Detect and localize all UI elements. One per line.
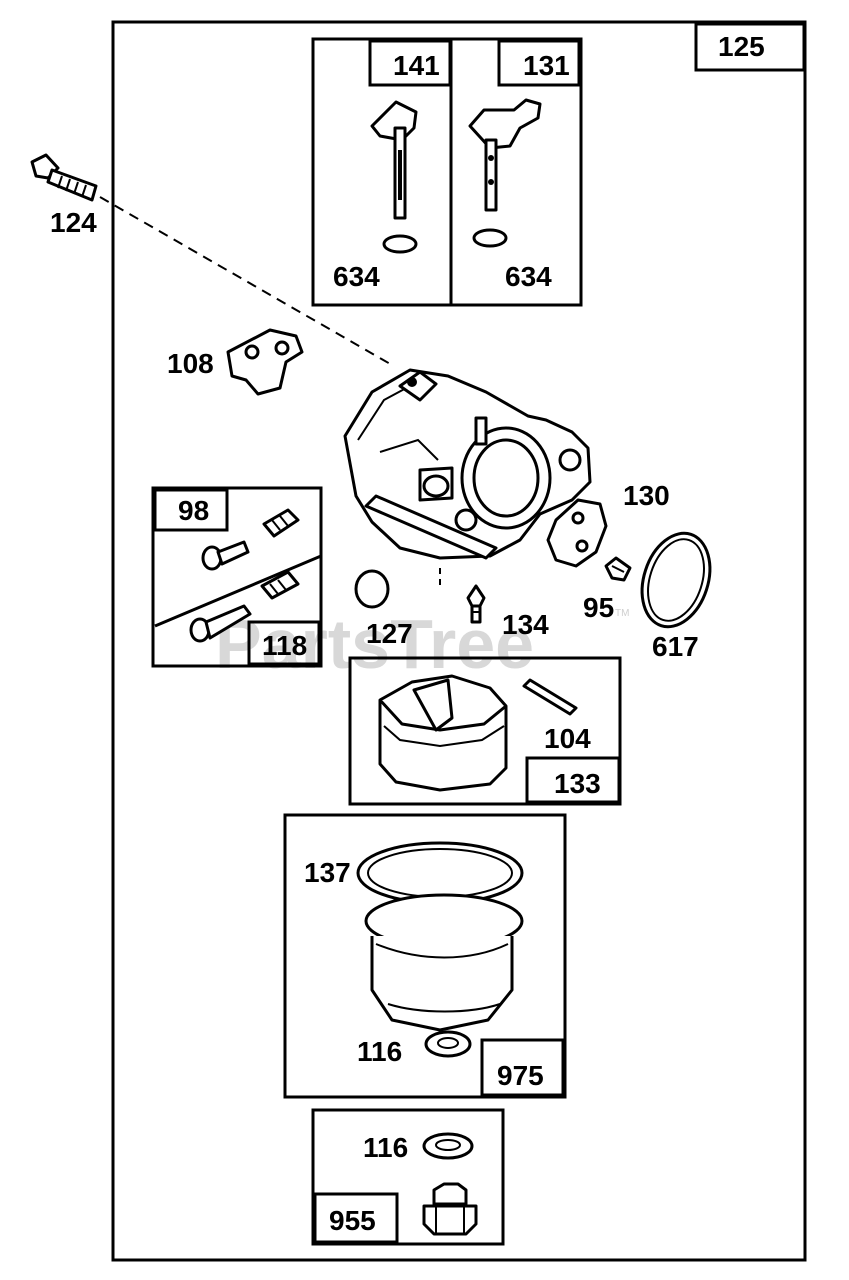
callout-124[interactable]: 124 <box>50 207 97 238</box>
label-box-955 <box>313 1192 399 1244</box>
screw-box <box>151 486 323 668</box>
part-116-washer-lower[interactable] <box>422 1132 474 1160</box>
label-box-98 <box>153 488 229 532</box>
bowl-box <box>283 813 567 1099</box>
callout-634-right[interactable]: 634 <box>505 261 552 292</box>
callout-131[interactable]: 131 <box>523 50 570 81</box>
carburetor-body[interactable] <box>343 368 592 560</box>
float-box <box>348 656 622 806</box>
callout-108[interactable]: 108 <box>167 348 214 379</box>
part-116-washer-upper[interactable] <box>424 1030 472 1058</box>
callout-134[interactable]: 134 <box>502 609 549 640</box>
assembly-number[interactable]: 125 <box>718 31 765 62</box>
callout-955[interactable]: 955 <box>329 1205 376 1236</box>
assembly-label-box <box>694 22 806 72</box>
callout-137[interactable]: 137 <box>304 857 351 888</box>
callout-116-lower[interactable]: 116 <box>363 1132 408 1163</box>
part-130-gasket[interactable] <box>546 498 608 568</box>
label-box-975 <box>480 1038 565 1097</box>
callout-118[interactable]: 118 <box>262 630 307 661</box>
callout-130[interactable]: 130 <box>623 480 670 511</box>
label-box-131 <box>497 39 581 87</box>
callout-617[interactable]: 617 <box>652 631 699 662</box>
callout-116-upper[interactable]: 116 <box>357 1036 402 1067</box>
part-137-gasket-ring[interactable] <box>356 841 524 905</box>
part-108-plate[interactable] <box>226 328 304 396</box>
label-box-118 <box>247 620 321 666</box>
part-118-mixture-screw[interactable] <box>189 570 300 643</box>
part-95-screw[interactable] <box>604 556 632 582</box>
assembly-frame <box>111 20 807 1262</box>
label-box-141 <box>368 39 452 87</box>
part-634-washer-left[interactable] <box>382 234 418 254</box>
part-975-float-bowl[interactable] <box>364 893 524 1032</box>
part-131-choke-shaft[interactable] <box>468 98 542 212</box>
shaft-box <box>311 37 583 307</box>
callout-133[interactable]: 133 <box>554 768 601 799</box>
watermark-trademark: TM <box>615 608 629 619</box>
leader-line-124 <box>99 196 393 366</box>
callout-634-left[interactable]: 634 <box>333 261 380 292</box>
part-634-washer-right[interactable] <box>472 228 508 248</box>
part-955-bowl-nut[interactable] <box>422 1182 478 1236</box>
label-box-133 <box>525 756 621 804</box>
part-127-plug[interactable] <box>354 569 390 609</box>
callout-975[interactable]: 975 <box>497 1060 544 1091</box>
part-134-needle[interactable] <box>466 584 486 624</box>
callout-127[interactable]: 127 <box>366 618 413 649</box>
nut-box <box>311 1108 505 1246</box>
part-124-screw[interactable] <box>30 153 98 202</box>
callout-98[interactable]: 98 <box>178 495 209 526</box>
callout-141[interactable]: 141 <box>393 50 440 81</box>
part-104-pin[interactable] <box>522 678 578 716</box>
part-133-float[interactable] <box>378 674 508 792</box>
part-98-idle-screw[interactable] <box>201 508 300 571</box>
screw-box-divider <box>154 554 322 628</box>
part-141-throttle-shaft[interactable] <box>370 100 418 220</box>
callout-104[interactable]: 104 <box>544 723 591 754</box>
callout-95[interactable]: 95 <box>583 592 614 623</box>
